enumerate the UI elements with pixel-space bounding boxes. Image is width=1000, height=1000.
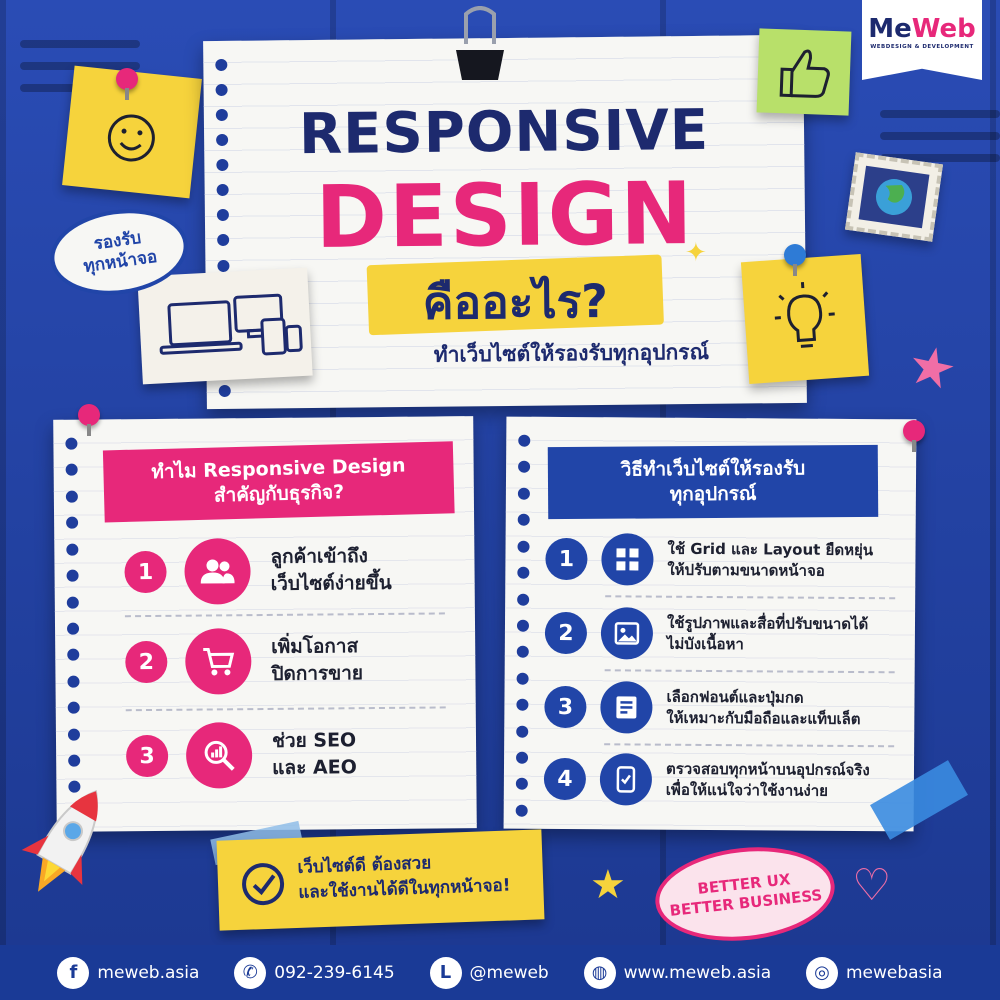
grid-icon — [601, 533, 654, 586]
how-item: 4 ตรวจสอบทุกหน้าบนอุปกรณ์จริง เพื่อให้แน… — [543, 753, 870, 807]
smiley-icon — [107, 114, 155, 162]
facebook-icon: f — [57, 956, 90, 989]
item-number: 1 — [124, 550, 167, 594]
divider — [605, 595, 896, 600]
how-item-line1: ใช้ Grid และ Layout ยืดหยุ่น — [667, 539, 874, 560]
footer-line-text: @meweb — [469, 962, 549, 983]
why-item-line1: เพิ่มโอกาส — [271, 635, 359, 659]
pushpin-icon — [784, 244, 806, 276]
how-item-line1: เลือกฟอนต์และปุ่มกด — [666, 687, 804, 707]
how-item: 1 ใช้ Grid และ Layout ยืดหยุ่น ให้ปรับตา… — [545, 533, 873, 587]
hero-title-design: DESIGN — [315, 164, 695, 268]
divider — [604, 743, 895, 748]
divider — [124, 612, 445, 618]
line-icon: L — [429, 956, 462, 989]
thumbs-up-icon — [779, 49, 830, 98]
brand-logo[interactable]: MeWeb WEBDESIGN & DEVELOPMENT — [862, 0, 982, 80]
lightbulb-icon — [774, 281, 835, 348]
sticky-note-thumbs-up — [756, 28, 852, 116]
binder-holes — [65, 437, 82, 820]
divider — [125, 706, 446, 712]
how-item-line2: ให้ปรับตามขนาดหน้าจอ — [667, 560, 825, 580]
footer-phone[interactable]: ✆ 092-239-6145 — [234, 956, 395, 989]
sparkle-icon: ✦ — [685, 238, 707, 268]
pushpin-icon — [903, 420, 925, 452]
locker-vent — [880, 154, 1000, 162]
hero-subtitle: ทำเว็บไซต์ให้รองรับทุกอุปกรณ์ — [433, 339, 710, 367]
item-number: 2 — [125, 640, 168, 684]
globe-icon: ◍ — [583, 956, 616, 989]
why-item-line2: เว็บไซต์ง่ายขึ้น — [270, 571, 392, 595]
footer-facebook[interactable]: f meweb.asia — [57, 956, 200, 989]
footer-instagram[interactable]: ◎ mewebasia — [805, 956, 943, 989]
devices-icon — [159, 293, 303, 356]
image-icon — [600, 607, 654, 660]
why-item: 2 เพิ่มโอกาส ปิดการขาย — [125, 627, 363, 695]
why-item-line1: ช่วย SEO — [271, 729, 357, 753]
item-number: 1 — [545, 537, 588, 581]
how-item-line1: ใช้รูปภาพและสื่อที่ปรับขนาดได้ — [666, 613, 869, 634]
footer-line[interactable]: L @meweb — [429, 956, 549, 989]
hero-title-question: คืออะไร? — [422, 273, 609, 330]
hero-title-responsive: RESPONSIVE — [298, 97, 710, 168]
badge-line2: ทุกหน้าจอ — [82, 246, 159, 277]
rocket-icon — [21, 789, 98, 892]
how-item: 3 เลือกฟอนต์และปุ่มกด ให้เหมาะกับมือถือแ… — [544, 681, 861, 735]
how-item-line2: ไม่บังเนื้อหา — [666, 634, 744, 654]
why-item-line2: และ AEO — [272, 756, 357, 779]
footer-phone-text: 092-239-6145 — [274, 962, 395, 983]
sticky-note-smiley — [62, 65, 202, 199]
item-number: 3 — [544, 685, 587, 729]
item-number: 3 — [125, 734, 169, 778]
sticky-note-tagline: เว็บไซต์ดี ต้องสวย และใช้งานได้ดีในทุกหน… — [216, 829, 545, 931]
star-icon: ★ — [590, 862, 626, 908]
why-item-line1: ลูกค้าเข้าถึง — [270, 545, 368, 569]
how-item: 2 ใช้รูปภาพและสื่อที่ปรับขนาดได้ ไม่บังเ… — [544, 607, 869, 661]
locker-vent — [880, 132, 1000, 140]
divider — [604, 669, 895, 674]
why-item-line2: ปิดการขาย — [271, 662, 364, 685]
logo-text-me: Me — [868, 14, 912, 44]
footer-instagram-text: mewebasia — [845, 962, 943, 983]
why-item: 1 ลูกค้าเข้าถึง เว็บไซต์ง่ายขึ้น — [124, 537, 392, 605]
sticky-note-lightbulb — [740, 253, 870, 385]
globe-icon — [858, 165, 930, 229]
search-chart-icon — [185, 722, 253, 789]
pushpin-icon — [116, 68, 138, 100]
why-item: 3 ช่วย SEO และ AEO — [125, 721, 357, 789]
pushpin-icon — [78, 404, 100, 436]
how-heading-line2: ทุกอุปกรณ์ — [669, 482, 757, 506]
how-heading: วิธีทำเว็บไซต์ให้รองรับ ทุกอุปกรณ์ — [547, 444, 879, 520]
logo-subtitle: WEBDESIGN & DEVELOPMENT — [870, 44, 974, 50]
instagram-icon: ◎ — [805, 956, 838, 989]
phone-icon: ✆ — [234, 956, 267, 989]
logo-text-web: Web — [911, 14, 976, 44]
check-circle-icon — [242, 863, 285, 906]
binder-holes — [515, 434, 533, 817]
locker-vent — [880, 110, 1000, 118]
item-number: 4 — [543, 757, 587, 801]
how-heading-line1: วิธีทำเว็บไซต์ให้รองรับ — [620, 457, 806, 481]
how-item-line2: ให้เหมาะกับมือถือและแท็บเล็ต — [666, 708, 861, 729]
contact-footer: f meweb.asia ✆ 092-239-6145 L @meweb ◍ w… — [0, 945, 1000, 1000]
footer-website-text: www.meweb.asia — [623, 962, 772, 983]
phone-check-icon — [599, 753, 653, 806]
how-item-line2: เพื่อให้แน่ใจว่าใช้งานง่าย — [665, 780, 829, 800]
devices-paper — [137, 267, 313, 385]
how-card: วิธีทำเว็บไซต์ให้รองรับ ทุกอุปกรณ์ 1 ใช้… — [503, 416, 917, 832]
globe-stamp — [845, 152, 943, 242]
text-icon — [600, 681, 653, 734]
heart-icon: ♡ — [852, 860, 892, 911]
item-number: 2 — [544, 611, 588, 655]
users-icon — [184, 538, 251, 605]
footer-website[interactable]: ◍ www.meweb.asia — [583, 956, 772, 989]
binder-clip-icon — [456, 6, 504, 80]
cart-icon — [185, 628, 252, 695]
locker-vent — [20, 40, 140, 48]
footer-facebook-text: meweb.asia — [97, 962, 200, 983]
why-card: ทำไม Responsive Design สำคัญกับธุรกิจ? 1… — [53, 416, 477, 832]
why-heading: ทำไม Responsive Design สำคัญกับธุรกิจ? — [102, 441, 455, 523]
how-item-line1: ตรวจสอบทุกหน้าบนอุปกรณ์จริง — [665, 759, 870, 780]
